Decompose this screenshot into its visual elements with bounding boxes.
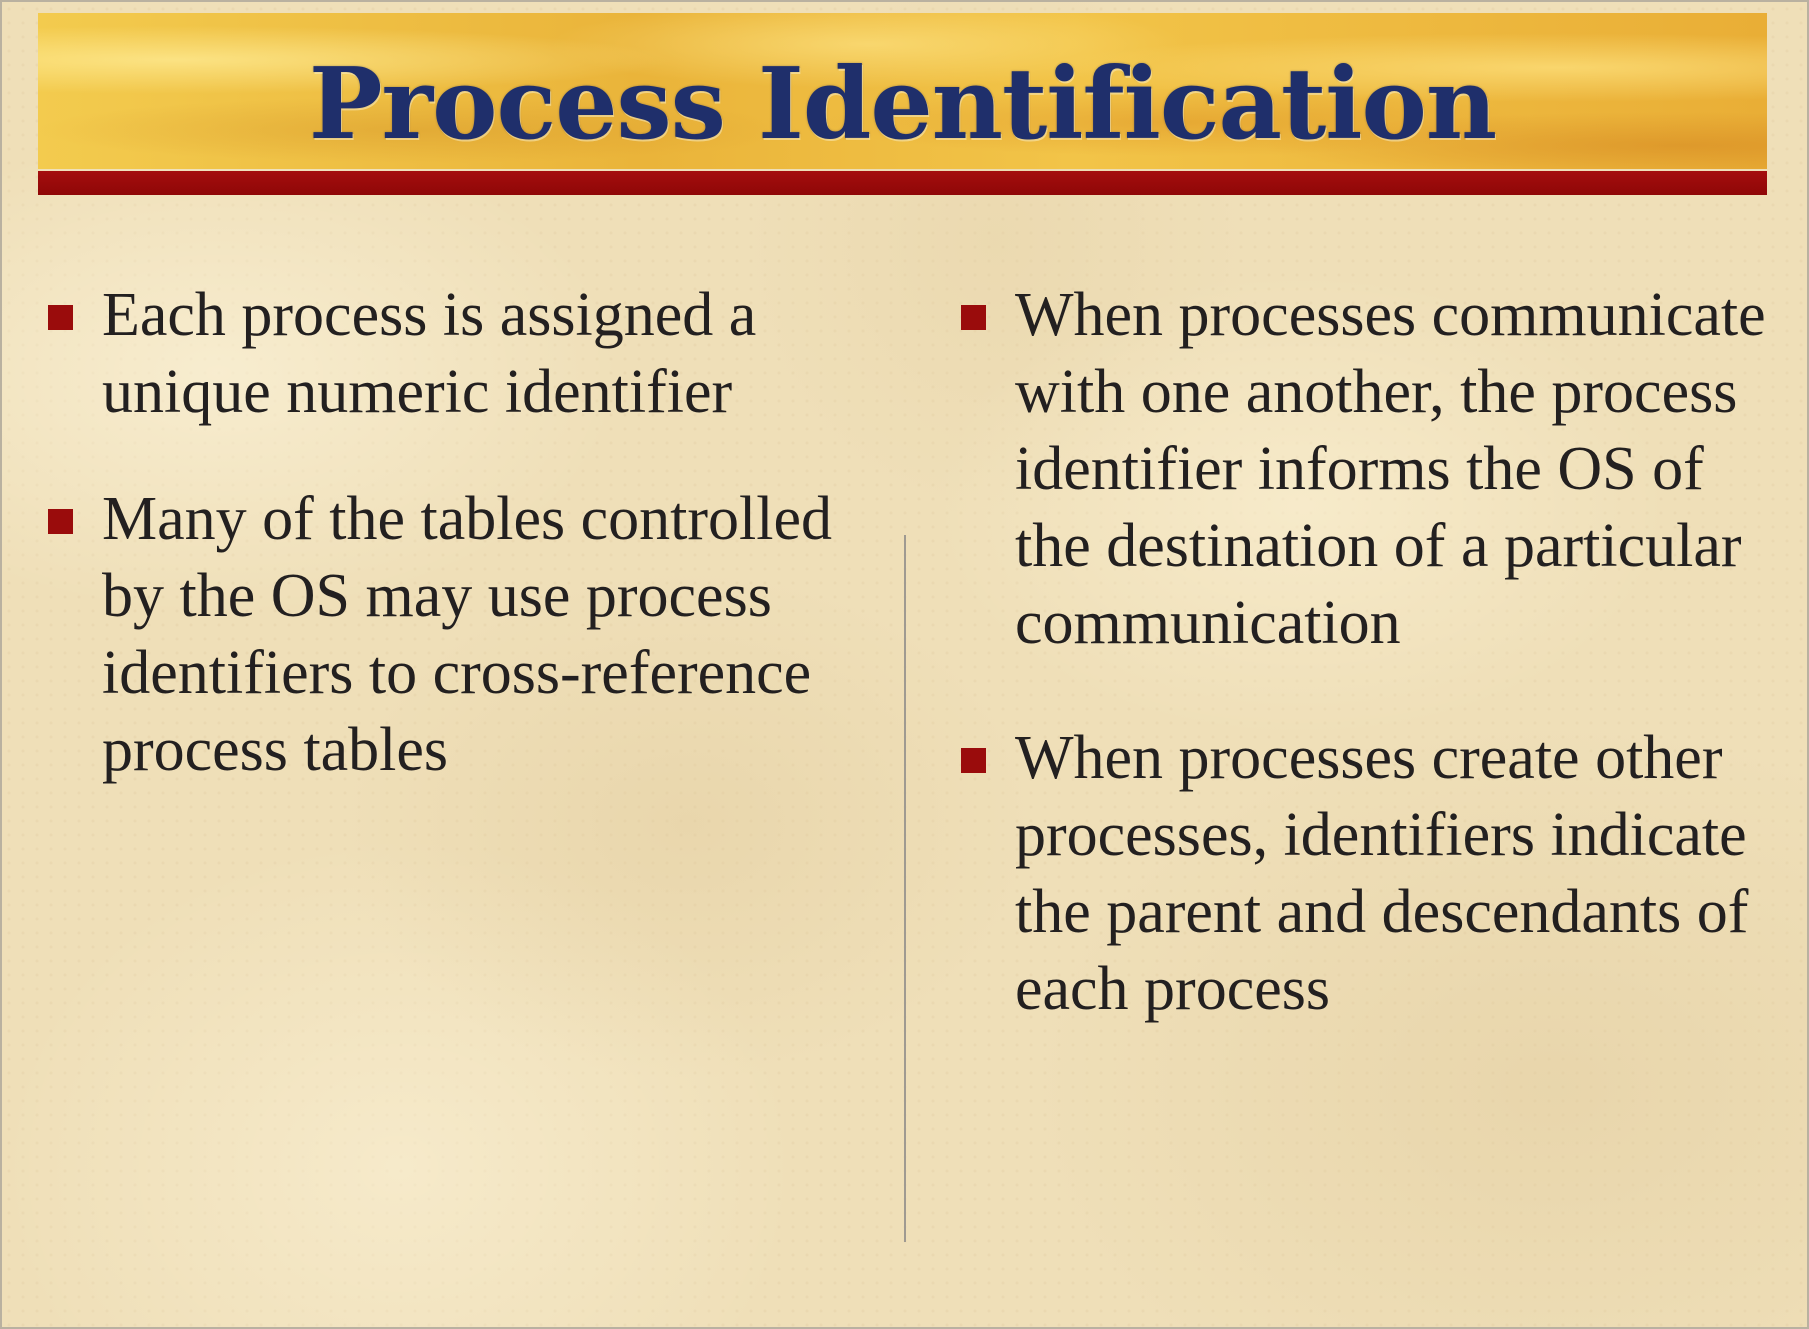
- bullet-item: When processes create other processes, i…: [957, 720, 1777, 1028]
- title-banner: Process Identification: [38, 13, 1767, 169]
- left-column: Each process is assigned a unique numeri…: [44, 277, 844, 789]
- square-bullet-icon: [961, 748, 986, 773]
- square-bullet-icon: [48, 305, 73, 330]
- bullet-text: When processes communicate with one anot…: [1015, 281, 1766, 657]
- square-bullet-icon: [961, 305, 986, 330]
- bullet-item: Each process is assigned a unique numeri…: [44, 277, 844, 431]
- bullet-item: Many of the tables controlled by the OS …: [44, 481, 844, 789]
- bullet-item: When processes communicate with one anot…: [957, 277, 1777, 662]
- bullet-text: When processes create other processes, i…: [1015, 724, 1749, 1023]
- column-divider: [904, 535, 906, 1242]
- square-bullet-icon: [48, 509, 73, 534]
- bullet-text: Each process is assigned a unique numeri…: [102, 281, 757, 426]
- slide-title: Process Identification: [308, 47, 1497, 162]
- bullet-text: Many of the tables controlled by the OS …: [102, 485, 833, 784]
- title-underline-rule: [38, 171, 1767, 195]
- right-column: When processes communicate with one anot…: [957, 277, 1777, 1028]
